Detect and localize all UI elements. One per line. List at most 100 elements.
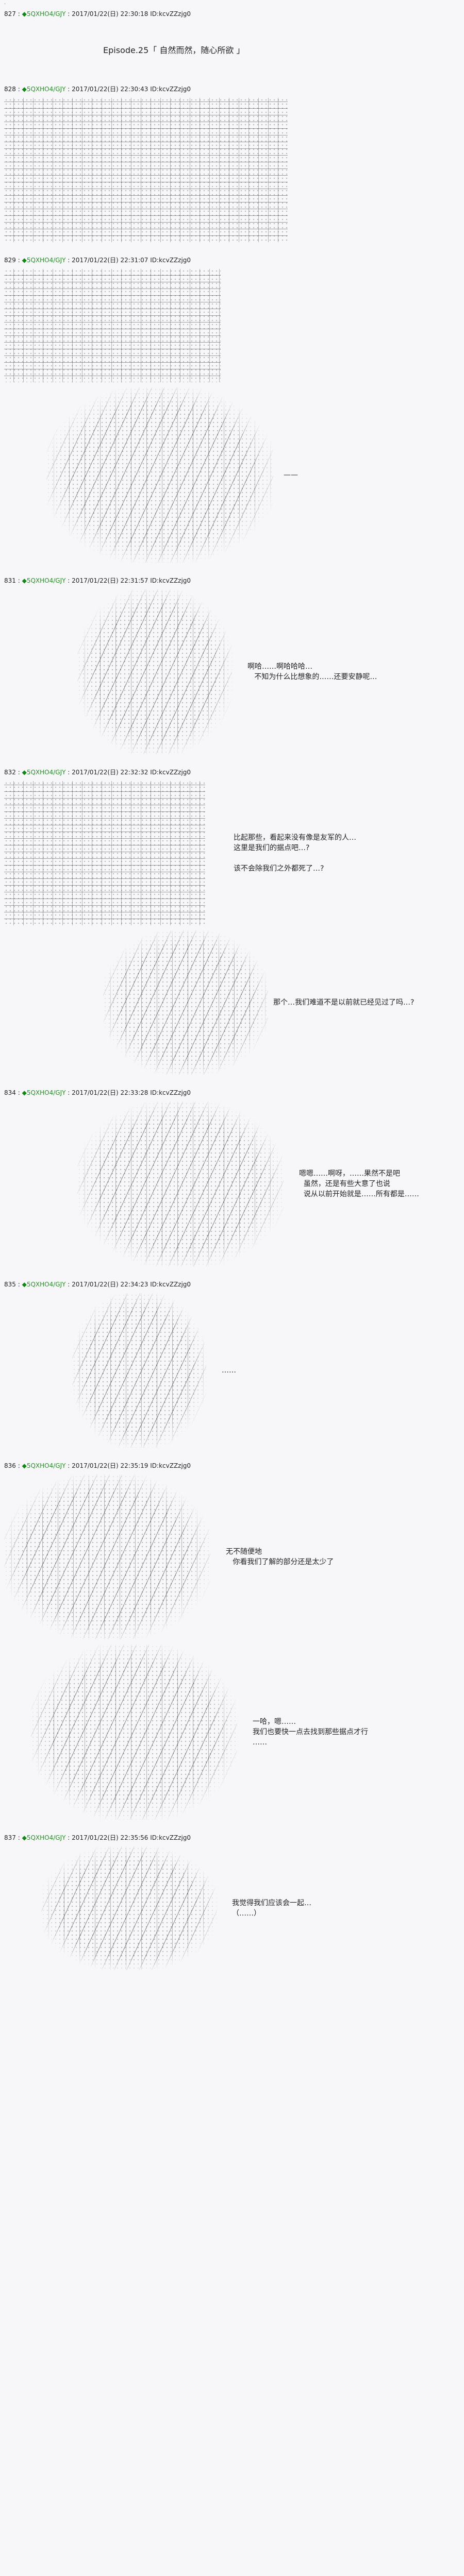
trip-link[interactable]: 5QXHO4/GJY (26, 769, 66, 776)
dialogue-836b: 一哈，嗯…… 我们也要快一点去找到那些据点才行 …… (253, 1718, 368, 1747)
post-id: ID:kcvZZzjg0 (150, 257, 191, 264)
post-id: ID:kcvZZzjg0 (150, 86, 191, 93)
sep: : (68, 1089, 70, 1096)
post-831: 831 : ◆5QXHO4/GJY : 2017/01/22(日) 22:31:… (0, 573, 464, 765)
post-829: 829 : ◆5QXHO4/GJY : 2017/01/22(日) 22:31:… (0, 252, 464, 573)
sep: : (18, 1089, 20, 1096)
post-date: 2017/01/22(日) 22:31:57 (72, 577, 148, 584)
post-date: 2017/01/22(日) 22:32:32 (72, 769, 148, 776)
sep: : (18, 257, 20, 264)
post-837: 837 : ◆5QXHO4/GJY : 2017/01/22(日) 22:35:… (0, 1830, 464, 1980)
post-828: 828 : ◆5QXHO4/GJY : 2017/01/22(日) 22:30:… (0, 81, 464, 252)
post-number: 835 (4, 1281, 16, 1288)
dialogue-837: 我觉得我们应该会一起… （……） (232, 1899, 311, 1918)
post-number: 827 (4, 10, 16, 18)
diamond-icon: ◆ (22, 1089, 27, 1096)
post-header-835: 835 : ◆5QXHO4/GJY : 2017/01/22(日) 22:34:… (4, 1280, 460, 1289)
post-date: 2017/01/22(日) 22:35:56 (72, 1834, 148, 1841)
post-number: 828 (4, 86, 16, 93)
sep: : (68, 257, 70, 264)
sep: : (18, 86, 20, 93)
post-number: 832 (4, 769, 16, 776)
sep: : (18, 1462, 20, 1469)
sep: : (18, 577, 20, 584)
diamond-icon: ◆ (22, 10, 27, 18)
post-header-836: 836 : ◆5QXHO4/GJY : 2017/01/22(日) 22:35:… (4, 1461, 460, 1470)
diamond-icon: ◆ (22, 257, 27, 264)
post-date: 2017/01/22(日) 22:30:43 (72, 86, 148, 93)
trip-link[interactable]: 5QXHO4/GJY (26, 1462, 66, 1469)
post-id: ID:kcvZZzjg0 (150, 1089, 191, 1096)
dot: . (4, 0, 6, 6)
post-835: 835 : ◆5QXHO4/GJY : 2017/01/22(日) 22:34:… (0, 1277, 464, 1458)
trip-link[interactable]: 5QXHO4/GJY (26, 577, 66, 584)
dialogue-832a: 比起那些，看起来没有像是友军的人… 这里是我们的据点吧…? 该不会除我们之外都死… (234, 834, 356, 873)
ascii-art-room (4, 98, 288, 242)
sep: : (68, 1281, 70, 1288)
post-id: ID:kcvZZzjg0 (150, 1834, 191, 1841)
sep: : (68, 1834, 70, 1841)
sep: : (68, 769, 70, 776)
post-836: 836 : ◆5QXHO4/GJY : 2017/01/22(日) 22:35:… (0, 1458, 464, 1830)
post-header-829: 829 : ◆5QXHO4/GJY : 2017/01/22(日) 22:31:… (4, 256, 460, 265)
sep: : (68, 86, 70, 93)
post-number: 837 (4, 1834, 16, 1841)
post-number: 829 (4, 257, 16, 264)
trip-link[interactable]: 5QXHO4/GJY (26, 86, 66, 93)
ascii-art-character (103, 930, 268, 1075)
post-id: ID:kcvZZzjg0 (150, 769, 191, 776)
trip-link[interactable]: 5QXHO4/GJY (26, 1089, 66, 1096)
diamond-icon: ◆ (22, 1834, 27, 1841)
post-header-827: 827 : ◆5QXHO4/GJY : 2017/01/22(日) 22:30:… (4, 9, 460, 19)
dash-text: —— (284, 471, 298, 479)
trip-link[interactable]: 5QXHO4/GJY (26, 10, 66, 18)
diamond-icon: ◆ (22, 769, 27, 776)
sep: : (18, 769, 20, 776)
sep: : (68, 1462, 70, 1469)
post-id: ID:kcvZZzjg0 (150, 577, 191, 584)
post-header-832: 832 : ◆5QXHO4/GJY : 2017/01/22(日) 22:32:… (4, 768, 460, 777)
dialogue-836a: 无不随便地 你看我们了解的部分还是太少了 (226, 1548, 334, 1566)
ascii-art-character (72, 1293, 206, 1448)
ascii-art-character (77, 1101, 284, 1266)
post-header-828: 828 : ◆5QXHO4/GJY : 2017/01/22(日) 22:30:… (4, 84, 460, 94)
diamond-icon: ◆ (22, 1462, 27, 1469)
ascii-art-character (31, 1645, 237, 1820)
post-number: 834 (4, 1089, 16, 1096)
ascii-art-character (77, 589, 232, 754)
diamond-icon: ◆ (22, 86, 27, 93)
dialogue-832b: 那个…我们难道不是以前就已经见过了吗…? (273, 998, 415, 1007)
diamond-icon: ◆ (22, 1281, 27, 1288)
post-header-831: 831 : ◆5QXHO4/GJY : 2017/01/22(日) 22:31:… (4, 576, 460, 585)
post-number: 831 (4, 577, 16, 584)
ascii-art-character (4, 781, 205, 925)
ascii-art-character (4, 1475, 210, 1639)
dialogue-831: 啊哈……啊哈哈哈… 不知为什么比想象的……还要安静呢… (247, 663, 377, 681)
ascii-art-character (41, 1846, 217, 1970)
post-832: 832 : ◆5QXHO4/GJY : 2017/01/22(日) 22:32:… (0, 765, 464, 1085)
sep: : (68, 10, 70, 18)
post-date: 2017/01/22(日) 22:35:19 (72, 1462, 148, 1469)
post-header-837: 837 : ◆5QXHO4/GJY : 2017/01/22(日) 22:35:… (4, 1833, 460, 1842)
sep: : (68, 577, 70, 584)
post-827: 827 : ◆5QXHO4/GJY : 2017/01/22(日) 22:30:… (0, 6, 464, 81)
diamond-icon: ◆ (22, 577, 27, 584)
post-header-834: 834 : ◆5QXHO4/GJY : 2017/01/22(日) 22:33:… (4, 1088, 460, 1097)
post-date: 2017/01/22(日) 22:33:28 (72, 1089, 148, 1096)
post-id: ID:kcvZZzjg0 (150, 10, 191, 18)
dialogue-835: …… (222, 1366, 236, 1375)
trip-link[interactable]: 5QXHO4/GJY (26, 1281, 66, 1288)
episode-title: Episode.25「 自然而然，随心所欲 」 (103, 45, 245, 55)
ascii-art-character (46, 387, 273, 563)
post-date: 2017/01/22(日) 22:34:23 (72, 1281, 148, 1288)
post-date: 2017/01/22(日) 22:30:18 (72, 10, 148, 18)
dialogue-834: 嗯嗯……啊呀，……果然不是吧 虽然，还是有些大意了也说 说从以前开始就是……所有… (299, 1170, 419, 1198)
ascii-art-character-portrait (4, 269, 221, 382)
trip-link[interactable]: 5QXHO4/GJY (26, 257, 66, 264)
post-834: 834 : ◆5QXHO4/GJY : 2017/01/22(日) 22:33:… (0, 1085, 464, 1277)
sep: : (18, 1281, 20, 1288)
sep: : (18, 1834, 20, 1841)
post-id: ID:kcvZZzjg0 (150, 1281, 191, 1288)
sep: : (18, 10, 20, 18)
trip-link[interactable]: 5QXHO4/GJY (26, 1834, 66, 1841)
